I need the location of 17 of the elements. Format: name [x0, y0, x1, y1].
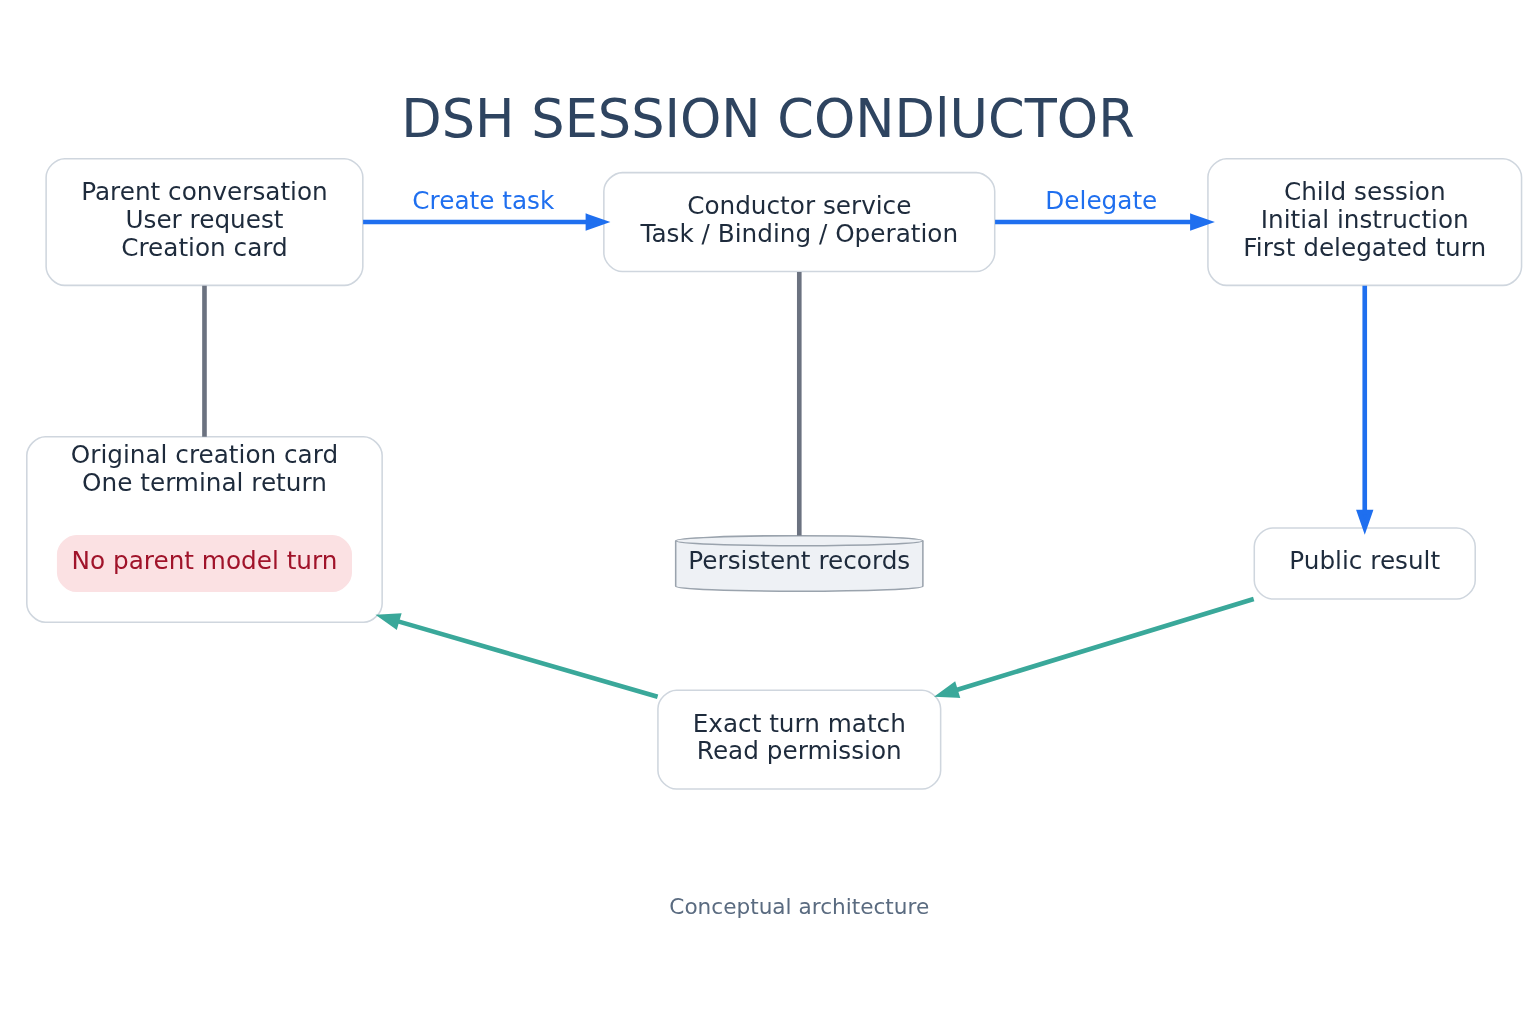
- arrow: [363, 212, 611, 231]
- edge-label: Create task: [412, 185, 555, 215]
- connector: [202, 285, 207, 437]
- node-box: No parent model turn: [56, 534, 352, 592]
- arrow: [1356, 285, 1374, 535]
- caption: Conceptual architecture: [669, 893, 930, 919]
- diagram-title: DSH SESSION CONDlUCTOR: [401, 87, 1135, 149]
- node-box: Public result: [1253, 526, 1476, 600]
- arrow: [375, 612, 659, 699]
- edge-label: Delegate: [1045, 185, 1158, 215]
- node-box: Exact turn match Read permission: [657, 688, 942, 790]
- node-box: Child session Initial instruction First delegated turn: [1207, 157, 1523, 286]
- connector: [796, 271, 802, 536]
- node-box: Conductor service Task / Binding / Operation: [603, 171, 996, 272]
- arrow: [995, 212, 1215, 231]
- node-box: Parent conversation User request Creation card: [45, 157, 364, 286]
- arrow: [934, 596, 1255, 698]
